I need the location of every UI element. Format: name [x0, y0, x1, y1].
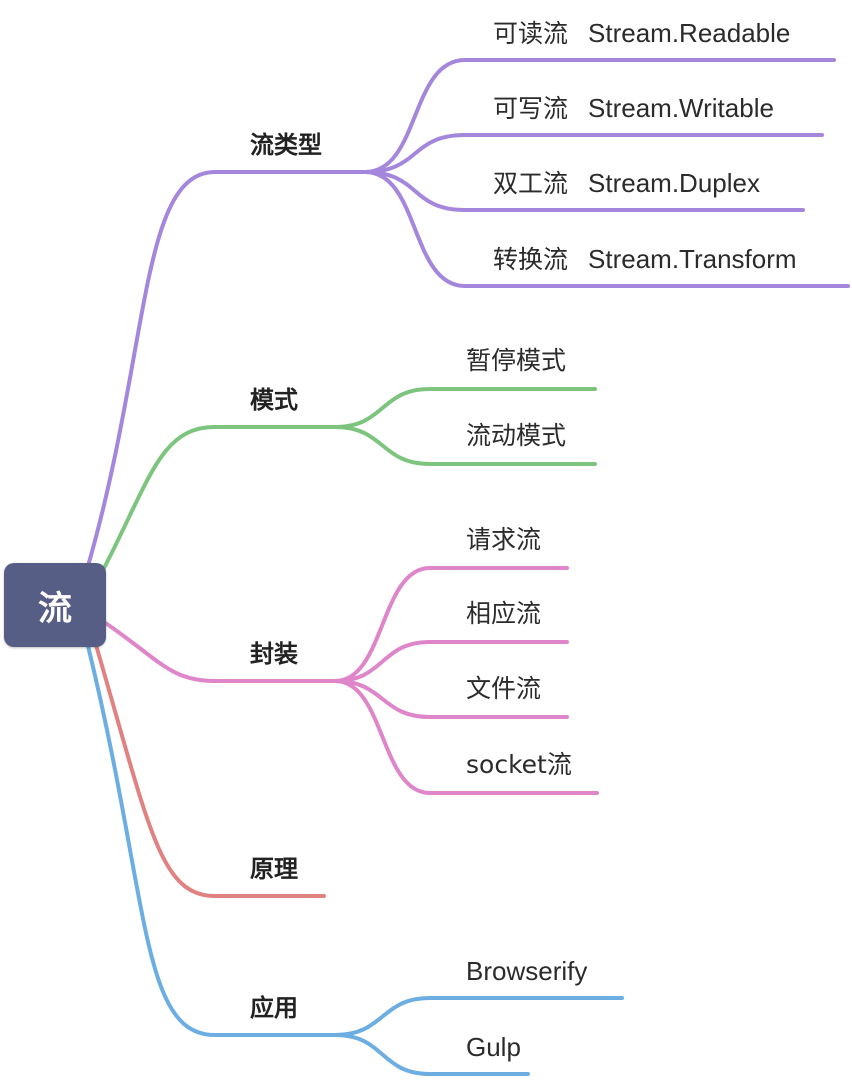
node-flow-mode[interactable]: 流动模式	[466, 421, 567, 450]
node-writable-en: Stream.Writable	[588, 93, 774, 123]
branch-stream-types[interactable]: 流类型	[250, 131, 322, 159]
node-duplex-en: Stream.Duplex	[588, 168, 760, 198]
node-transform[interactable]: 转换流 Stream.Transform	[493, 244, 797, 275]
connector-types-writable	[363, 133, 824, 174]
connector-root-to-wrappers	[102, 620, 337, 683]
branch-wrappers[interactable]: 封装	[250, 640, 298, 668]
connector-wrappers-file	[333, 679, 569, 719]
node-writable[interactable]: 可写流 Stream.Writable	[493, 93, 774, 124]
connector-apps-browserify	[333, 996, 624, 1037]
connector-root-to-modes	[100, 425, 337, 574]
node-transform-en: Stream.Transform	[588, 244, 797, 274]
root-label: 流	[38, 588, 72, 629]
connector-modes-pause	[333, 387, 597, 429]
branch-applications[interactable]: 应用	[250, 994, 298, 1022]
connector-wrappers-request	[333, 566, 569, 683]
node-browserify[interactable]: Browserify	[466, 956, 588, 986]
connector-apps-gulp	[333, 1033, 530, 1076]
node-readable-cn: 可读流	[493, 19, 569, 48]
connector-root-to-types	[86, 170, 367, 568]
node-file-stream[interactable]: 文件流	[466, 674, 542, 703]
node-writable-cn: 可写流	[493, 94, 569, 123]
connector-modes-flow	[333, 425, 597, 466]
node-duplex[interactable]: 双工流 Stream.Duplex	[493, 168, 760, 199]
connector-root-to-principle	[94, 643, 326, 898]
branch-modes[interactable]: 模式	[250, 386, 298, 414]
node-response-stream[interactable]: 相应流	[466, 599, 542, 628]
connector-wrappers-socket	[333, 679, 599, 795]
root-node[interactable]: 流	[4, 563, 106, 647]
node-transform-cn: 转换流	[493, 245, 569, 274]
connector-types-duplex	[363, 170, 805, 212]
connector-types-readable	[363, 58, 836, 174]
branch-principle[interactable]: 原理	[250, 855, 298, 883]
node-readable[interactable]: 可读流 Stream.Readable	[493, 18, 790, 49]
node-gulp[interactable]: Gulp	[466, 1032, 521, 1062]
connector-wrappers-response	[333, 640, 569, 683]
connector-types-transform	[363, 170, 850, 288]
node-pause-mode[interactable]: 暂停模式	[466, 346, 567, 375]
node-request-stream[interactable]: 请求流	[466, 525, 542, 554]
node-duplex-cn: 双工流	[493, 169, 569, 198]
node-socket-stream[interactable]: socket流	[466, 750, 572, 779]
node-readable-en: Stream.Readable	[588, 18, 791, 48]
connector-root-to-apps	[86, 644, 337, 1037]
